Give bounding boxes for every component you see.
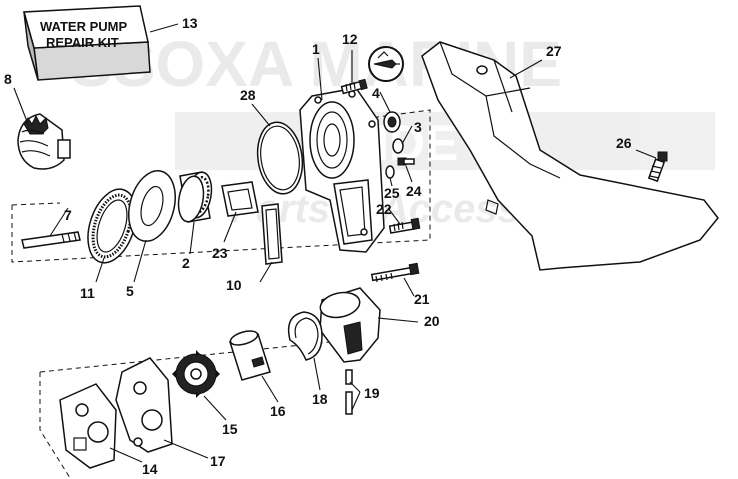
leader-lines bbox=[13, 23, 657, 463]
needle-bearing-ring bbox=[87, 188, 137, 264]
callout-11: 11 bbox=[80, 285, 95, 301]
small-seal-3 bbox=[392, 138, 404, 154]
callout-22: 22 bbox=[376, 201, 392, 217]
drive-gear bbox=[17, 113, 71, 170]
callout-5: 5 bbox=[126, 283, 134, 299]
callout-28: 28 bbox=[240, 87, 256, 103]
callout-labels: 13 8 7 11 5 2 23 10 28 1 12 4 3 24 25 22… bbox=[4, 15, 632, 477]
pump-housing bbox=[299, 87, 385, 253]
roller-bearing bbox=[177, 171, 213, 223]
callout-19: 19 bbox=[364, 385, 380, 401]
callout-3: 3 bbox=[414, 119, 422, 135]
callout-15: 15 bbox=[222, 421, 238, 437]
callout-18: 18 bbox=[312, 391, 328, 407]
callout-16: 16 bbox=[270, 403, 286, 419]
callout-2: 2 bbox=[182, 255, 190, 271]
screw-22 bbox=[388, 217, 421, 234]
small-gasket bbox=[221, 181, 259, 217]
o-ring-large bbox=[256, 121, 304, 195]
thrust-washer bbox=[128, 170, 176, 242]
callout-20: 20 bbox=[424, 313, 440, 329]
callout-10: 10 bbox=[226, 277, 242, 293]
kit-label-line-1: WATER PUMP bbox=[40, 19, 127, 34]
wear-plate-17 bbox=[115, 357, 173, 453]
screw-12 bbox=[340, 78, 368, 95]
impeller-15 bbox=[172, 350, 220, 398]
rectangular-seal bbox=[261, 203, 283, 265]
callout-8: 8 bbox=[4, 71, 12, 87]
bolt-26 bbox=[647, 151, 668, 183]
callout-13: 13 bbox=[182, 15, 198, 31]
liner-16 bbox=[229, 330, 271, 381]
screw-24 bbox=[397, 157, 415, 166]
long-bolt-21 bbox=[370, 262, 420, 283]
o-ring-18 bbox=[287, 311, 323, 361]
pump-cup bbox=[319, 287, 381, 363]
callout-12: 12 bbox=[342, 31, 358, 47]
kit-label-line-2: REPAIR KIT bbox=[46, 35, 119, 50]
callout-17: 17 bbox=[210, 453, 226, 469]
grease-tube-icon bbox=[368, 46, 404, 82]
callout-25: 25 bbox=[384, 185, 400, 201]
callout-26: 26 bbox=[616, 135, 632, 151]
lower-cover bbox=[421, 41, 719, 271]
callout-23: 23 bbox=[212, 245, 228, 261]
shaft-pin bbox=[21, 231, 81, 249]
callout-27: 27 bbox=[546, 43, 562, 59]
callout-21: 21 bbox=[414, 291, 430, 307]
callout-4: 4 bbox=[372, 85, 380, 101]
pins-19 bbox=[345, 369, 353, 415]
gasket-14 bbox=[59, 383, 117, 469]
bushing-4 bbox=[383, 111, 401, 133]
callout-1: 1 bbox=[312, 41, 320, 57]
o-ring-25 bbox=[385, 165, 395, 179]
callout-14: 14 bbox=[142, 461, 158, 477]
callout-7: 7 bbox=[64, 207, 72, 223]
callout-24: 24 bbox=[406, 183, 422, 199]
repair-kit-box: WATER PUMP REPAIR KIT bbox=[23, 5, 151, 81]
